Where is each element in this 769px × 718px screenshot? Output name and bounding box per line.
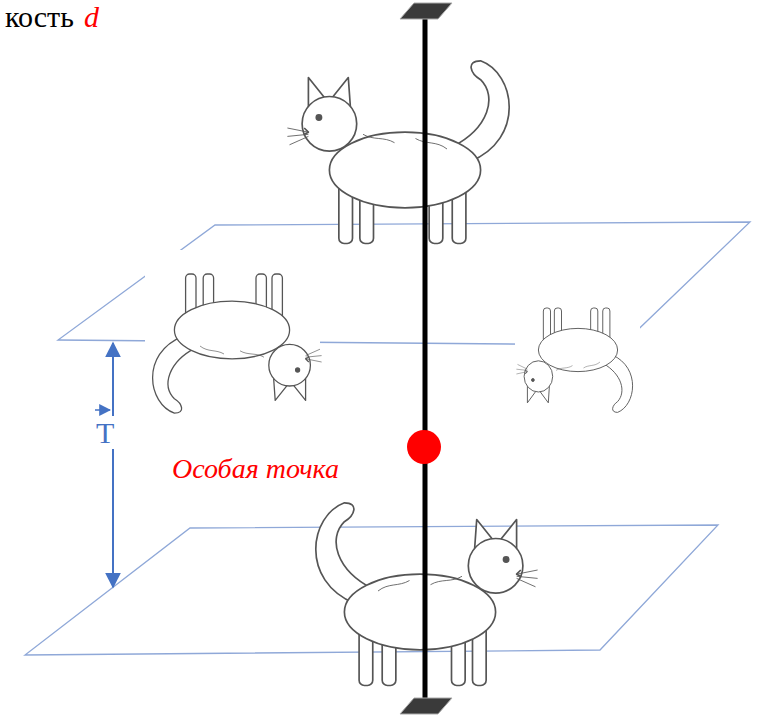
plane-name: d <box>82 0 101 33</box>
axis-end-plate <box>400 3 452 19</box>
point-label: Особая точка <box>170 454 341 485</box>
cat-upside-down <box>516 308 632 412</box>
special-point <box>407 430 441 464</box>
cat-upside-down <box>153 274 322 413</box>
cat-upright <box>287 61 509 244</box>
translation-arrow <box>112 343 114 587</box>
vector-sign <box>95 409 110 411</box>
image-ground <box>515 250 640 470</box>
caption-fragment: кость <box>3 0 76 33</box>
axis-end-plate <box>400 698 452 714</box>
vector-name: T <box>94 416 116 449</box>
rotation-axis <box>423 12 428 705</box>
